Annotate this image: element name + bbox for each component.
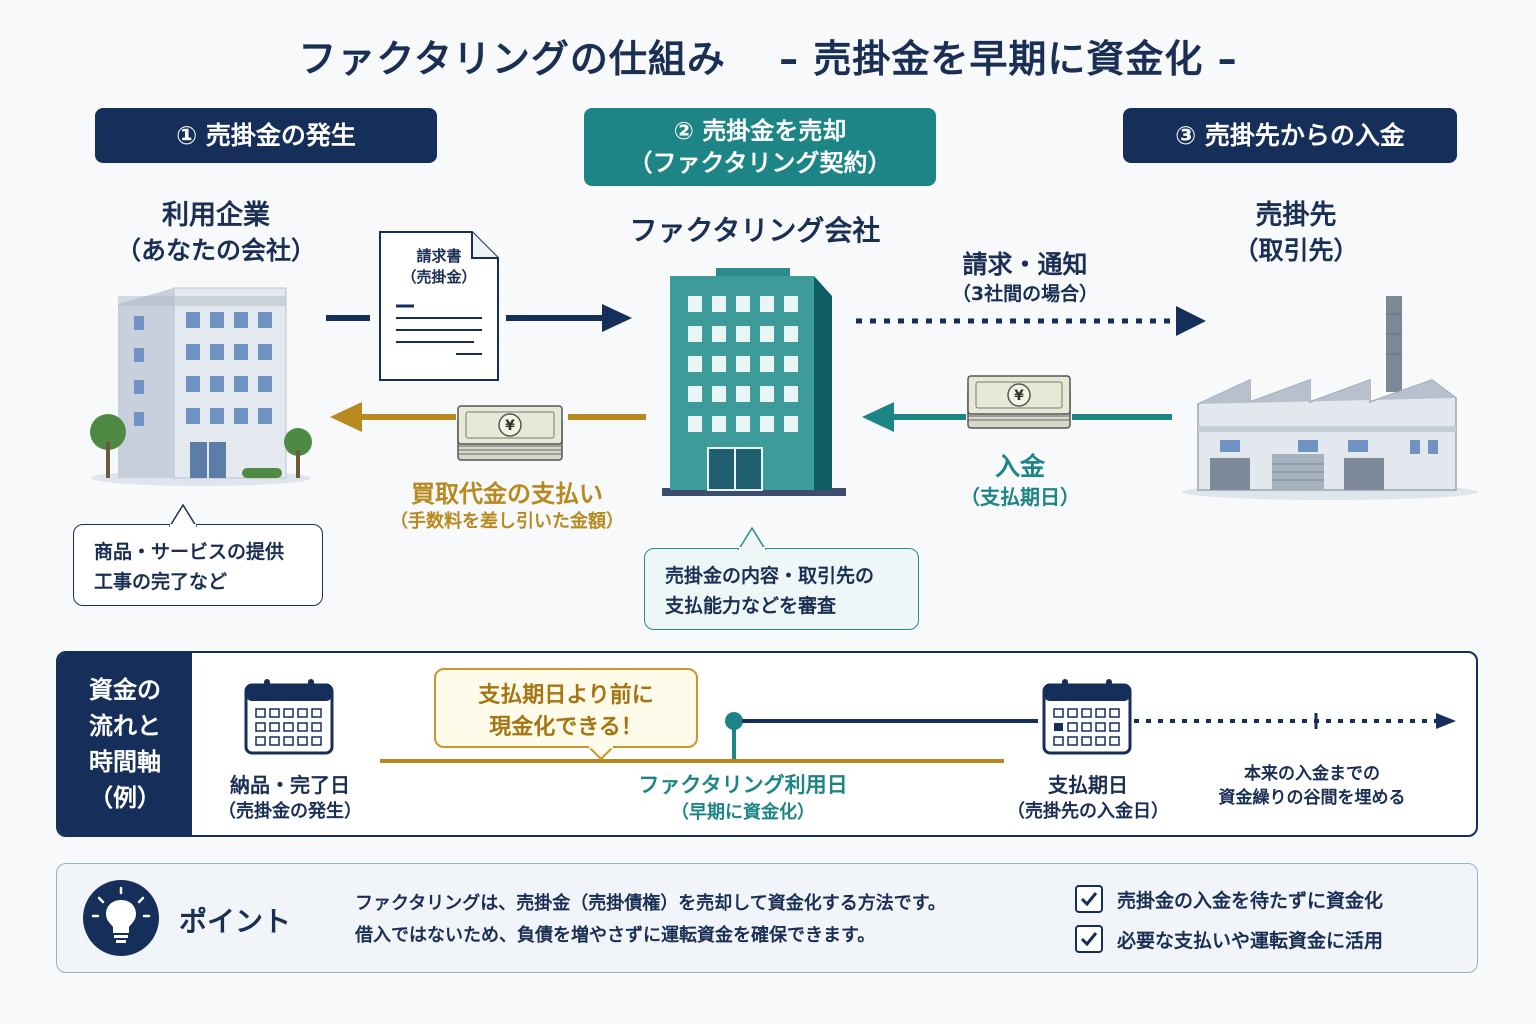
step-3-label: ③ 売掛先からの入金 xyxy=(1175,120,1405,150)
point-description: ファクタリングは、売掛金（売掛債権）を売却して資金化する方法です。 借入ではない… xyxy=(355,888,1055,953)
point-panel: ポイント ファクタリングは、売掛金（売掛債権）を売却して資金化する方法です。 借… xyxy=(56,863,1478,973)
factor-review-bubble: 売掛金の内容・取引先の 支払能力などを審査 xyxy=(644,548,919,630)
timeline-side-line2: 流れと xyxy=(89,712,161,740)
purchase-payment-title: 買取代金の支払い xyxy=(411,480,603,508)
notify-flow-arrow xyxy=(856,306,1206,336)
debtor-payment-subtitle: （支払期日） xyxy=(960,484,1080,509)
debtor-note: （取引先） xyxy=(1233,236,1359,266)
yen-banknote-icon: ¥ xyxy=(457,405,563,461)
step-2-label: ② 売掛金を売却 xyxy=(673,116,847,145)
timeline-panel: 資金の 流れと 時間軸 （例） 納品・完了日 （売掛金の発生） 支払期日より前に… xyxy=(56,651,1478,837)
debtor-payment-arrow xyxy=(862,402,1172,432)
check-item-1: 売掛金の入金を待たずに資金化 xyxy=(1075,885,1383,913)
early-cash-callout-line1: 支払期日より前に xyxy=(478,683,654,708)
client-note-bubble: 商品・サービスの提供 工事の完了など xyxy=(73,524,323,606)
svg-text:¥: ¥ xyxy=(1014,388,1024,404)
check-item-2-label: 必要な支払いや運転資金に活用 xyxy=(1117,929,1384,952)
invoice-flow-arrow xyxy=(326,304,632,332)
invoice-label: 請求書 （売掛金） xyxy=(382,246,496,288)
client-company-label: 利用企業 （あなたの会社） xyxy=(100,198,332,268)
factoring-building-icon xyxy=(662,268,846,496)
point-label: ポイント xyxy=(179,905,292,938)
due-date-calendar-icon xyxy=(1042,679,1132,755)
step-1-header: ① 売掛金の発生 xyxy=(95,108,437,163)
factoring-use-date-label: ファクタリング利用日 （早期に資金化） xyxy=(598,771,888,826)
timeline-side-label: 資金の 流れと 時間軸 （例） xyxy=(58,653,192,835)
timeline-side-line4: （例） xyxy=(89,784,161,812)
client-bubble-pointer xyxy=(168,503,198,527)
timeline-axis xyxy=(380,712,1456,763)
step-1-label: ① 売掛金の発生 xyxy=(176,120,356,150)
factoring-use-date-title: ファクタリング利用日 xyxy=(638,773,848,797)
factoring-use-date-subtitle: （早期に資金化） xyxy=(671,802,815,824)
notify-title: 請求・通知 xyxy=(962,250,1088,279)
client-company-name: 利用企業 xyxy=(162,200,270,231)
checkbox-icon-2 xyxy=(1075,925,1103,953)
delivery-date-label: 納品・完了日 （売掛金の発生） xyxy=(208,771,372,824)
funding-gap-line1: 本来の入金までの xyxy=(1244,764,1380,784)
timeline-side-line1: 資金の xyxy=(89,676,161,704)
step-2-header: ② 売掛金を売却 （ファクタリング契約） xyxy=(584,108,936,186)
debtor-name: 売掛先 xyxy=(1255,200,1337,231)
debtor-payment-label: 入金 （支払期日） xyxy=(930,450,1110,511)
point-description-line2: 借入ではないため、負債を増やさずに運転資金を確保できます。 xyxy=(355,925,876,947)
notify-label: 請求・通知 （3社間の場合） xyxy=(920,248,1130,307)
check-item-2: 必要な支払いや運転資金に活用 xyxy=(1075,925,1383,953)
funding-gap-line2: 資金繰りの谷間を埋める xyxy=(1218,787,1406,808)
due-date-subtitle: （売掛先の入金日） xyxy=(1007,801,1169,822)
funding-gap-note: 本来の入金までの 資金繰りの谷間を埋める xyxy=(1192,763,1432,811)
due-date-title: 支払期日 xyxy=(1048,773,1128,797)
invoice-subtitle: （売掛金） xyxy=(401,268,477,286)
delivery-date-title: 納品・完了日 xyxy=(230,773,350,797)
step-3-header: ③ 売掛先からの入金 xyxy=(1123,108,1457,163)
factor-review-line1: 売掛金の内容・取引先の xyxy=(665,565,875,587)
client-company-note: （あなたの会社） xyxy=(115,236,316,266)
debtor-payment-title: 入金 xyxy=(994,452,1045,481)
invoice-title: 請求書 xyxy=(416,247,462,265)
callout-pointer xyxy=(588,746,614,760)
svg-text:¥: ¥ xyxy=(505,418,515,434)
office-building-icon xyxy=(90,287,312,486)
factor-review-line2: 支払能力などを審査 xyxy=(665,595,837,618)
point-description-line1: ファクタリングは、売掛金（売掛債権）を売却して資金化する方法です。 xyxy=(355,893,946,914)
purchase-payment-label: 買取代金の支払い （手数料を差し引いた金額） xyxy=(362,478,652,535)
step-2-sublabel: （ファクタリング契約） xyxy=(628,149,892,177)
early-cash-callout-line2: 現金化できる！ xyxy=(489,714,643,740)
invoice-document-icon xyxy=(379,231,499,381)
yen-banknote-icon-2: ¥ xyxy=(967,375,1071,429)
early-cash-callout: 支払期日より前に 現金化できる！ xyxy=(434,668,698,748)
factory-icon xyxy=(1182,296,1478,500)
calendar-icon xyxy=(244,679,334,755)
debtor-label: 売掛先 （取引先） xyxy=(1196,198,1396,268)
purchase-payment-arrow xyxy=(330,402,646,432)
client-note-line2: 工事の完了など xyxy=(94,571,228,594)
client-note-line1: 商品・サービスの提供 xyxy=(94,541,285,563)
page-title: ファクタリングの仕組み – 売掛金を早期に資金化 – xyxy=(298,37,1238,81)
purchase-payment-subtitle: （手数料を差し引いた金額） xyxy=(390,511,624,533)
factor-bubble-pointer xyxy=(737,526,767,550)
notify-subtitle: （3社間の場合） xyxy=(951,282,1099,305)
lightbulb-icon xyxy=(83,880,159,956)
timeline-side-line3: 時間軸 xyxy=(89,748,161,776)
factoring-company-label: ファクタリング会社 xyxy=(629,214,881,247)
delivery-date-subtitle: （売掛金の発生） xyxy=(218,801,362,822)
checkbox-icon xyxy=(1075,885,1103,913)
check-item-1-label: 売掛金の入金を待たずに資金化 xyxy=(1117,889,1384,912)
due-date-label: 支払期日 （売掛先の入金日） xyxy=(998,771,1178,824)
